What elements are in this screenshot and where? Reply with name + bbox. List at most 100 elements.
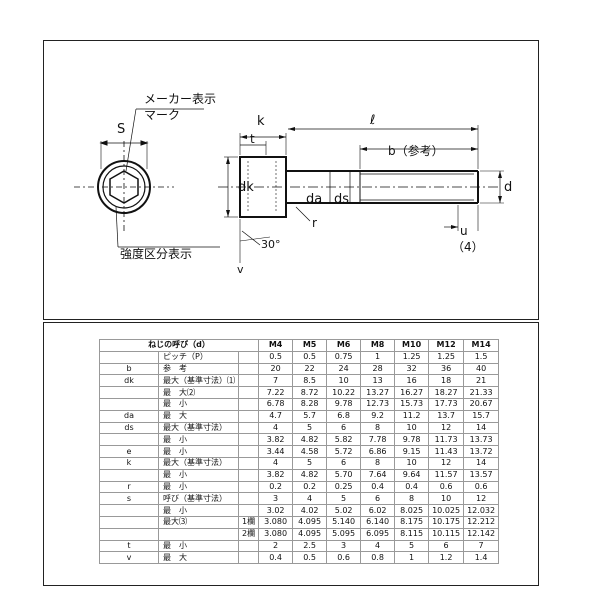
table-cell: 8 bbox=[360, 421, 396, 435]
table-cell: 4 bbox=[360, 539, 396, 553]
row-sublabel bbox=[237, 445, 260, 458]
table-cell: 4.82 bbox=[292, 433, 328, 447]
header-size: M10 bbox=[394, 339, 430, 352]
header-size: M5 bbox=[292, 339, 328, 352]
table-cell: 7.78 bbox=[360, 433, 396, 447]
row-sublabel bbox=[237, 504, 260, 517]
label-ds: ds bbox=[334, 192, 349, 207]
table-cell: 2.5 bbox=[292, 539, 328, 553]
table-cell: 15.73 bbox=[394, 397, 430, 411]
table-cell: 8.025 bbox=[394, 504, 430, 517]
table-cell: 5.70 bbox=[326, 468, 362, 482]
row-symbol bbox=[99, 504, 159, 517]
table-cell: 11.43 bbox=[428, 445, 465, 458]
header-size: M8 bbox=[360, 339, 396, 352]
table-cell: 6.02 bbox=[360, 504, 396, 517]
table-cell: 0.4 bbox=[394, 480, 430, 494]
table-cell: 5 bbox=[292, 456, 328, 470]
row-symbol bbox=[99, 527, 159, 541]
row-symbol: da bbox=[99, 409, 159, 423]
row-sublabel bbox=[237, 374, 260, 388]
label-t: t bbox=[250, 132, 255, 146]
table-cell: 10.175 bbox=[428, 515, 465, 529]
table-cell: 14 bbox=[463, 421, 500, 435]
table-cell: 1.5 bbox=[463, 350, 500, 364]
table-cell: 13.57 bbox=[463, 468, 500, 482]
table-cell: 13.72 bbox=[463, 445, 500, 458]
row-sublabel bbox=[237, 456, 260, 470]
table-cell: 0.4 bbox=[360, 480, 396, 494]
table-cell: 14 bbox=[463, 456, 500, 470]
row-sublabel bbox=[237, 539, 260, 553]
table-cell: 3 bbox=[326, 539, 362, 553]
table-cell: 4 bbox=[258, 421, 294, 435]
label-r: r bbox=[312, 216, 317, 230]
row-symbol bbox=[99, 468, 159, 482]
row-label: ピッチ（P） bbox=[158, 350, 239, 364]
row-sublabel bbox=[237, 397, 260, 411]
row-sublabel: 1欄 bbox=[237, 515, 260, 529]
row-sublabel bbox=[237, 409, 260, 423]
table-cell: 16 bbox=[394, 374, 430, 388]
label-S: S bbox=[117, 122, 125, 137]
row-label: 最 小 bbox=[158, 433, 239, 447]
table-cell: 8.175 bbox=[394, 515, 430, 529]
head-end-view bbox=[74, 108, 220, 248]
table-cell: 10 bbox=[394, 421, 430, 435]
table-cell: 0.6 bbox=[326, 551, 362, 565]
table-cell: 9.2 bbox=[360, 409, 396, 423]
table-cell: 5 bbox=[292, 421, 328, 435]
row-sublabel bbox=[237, 551, 260, 565]
table-cell: 9.15 bbox=[394, 445, 430, 458]
row-symbol bbox=[99, 433, 159, 447]
table-cell: 6.78 bbox=[258, 397, 294, 411]
table-cell: 10.025 bbox=[428, 504, 465, 517]
table-cell: 40 bbox=[463, 362, 500, 376]
row-symbol bbox=[99, 386, 159, 399]
table-cell: 18 bbox=[428, 374, 465, 388]
row-label: 最大（基準寸法）⑴ bbox=[158, 374, 239, 388]
table-cell: 12.73 bbox=[360, 397, 396, 411]
table-cell: 28 bbox=[360, 362, 396, 376]
table-header-row: ねじの呼び（d） M4 M5 M6 M8 M10 M12 M14 bbox=[98, 339, 500, 352]
table-cell: 16.27 bbox=[394, 386, 430, 399]
row-sublabel bbox=[237, 362, 260, 376]
table-cell: 12.212 bbox=[463, 515, 500, 529]
row-symbol: b bbox=[99, 362, 159, 376]
label-maker-mark: メーカー表示 bbox=[144, 92, 216, 106]
table-cell: 5.7 bbox=[292, 409, 328, 423]
row-label: 最 小 bbox=[158, 468, 239, 482]
table-cell: 10.22 bbox=[326, 386, 362, 399]
table-cell: 10 bbox=[394, 456, 430, 470]
label-maker-mark-sub: マーク bbox=[144, 108, 180, 122]
table-cell: 12 bbox=[428, 456, 465, 470]
row-symbol: t bbox=[99, 539, 159, 553]
table-cell: 0.8 bbox=[360, 551, 396, 565]
table-cell: 4.02 bbox=[292, 504, 328, 517]
row-label: 最 小 bbox=[158, 504, 239, 517]
row-label: 最 大⑵ bbox=[158, 386, 239, 399]
header-size: M4 bbox=[258, 339, 294, 352]
table-cell: 3.02 bbox=[258, 504, 294, 517]
table-cell: 0.4 bbox=[258, 551, 294, 565]
table-cell: 8 bbox=[394, 492, 430, 506]
table-cell: 1.2 bbox=[428, 551, 465, 565]
table-cell: 7.64 bbox=[360, 468, 396, 482]
header-size: M6 bbox=[326, 339, 362, 352]
table-cell: 6 bbox=[428, 539, 465, 553]
table-cell: 8 bbox=[360, 456, 396, 470]
table-cell: 10 bbox=[326, 374, 362, 388]
table-cell: 36 bbox=[428, 362, 465, 376]
row-label: 呼び（基準寸法） bbox=[158, 492, 239, 506]
table-cell: 3.82 bbox=[258, 468, 294, 482]
table-cell: 1.25 bbox=[428, 350, 465, 364]
table-cell: 5.140 bbox=[326, 515, 362, 529]
table-cell: 10 bbox=[428, 492, 465, 506]
